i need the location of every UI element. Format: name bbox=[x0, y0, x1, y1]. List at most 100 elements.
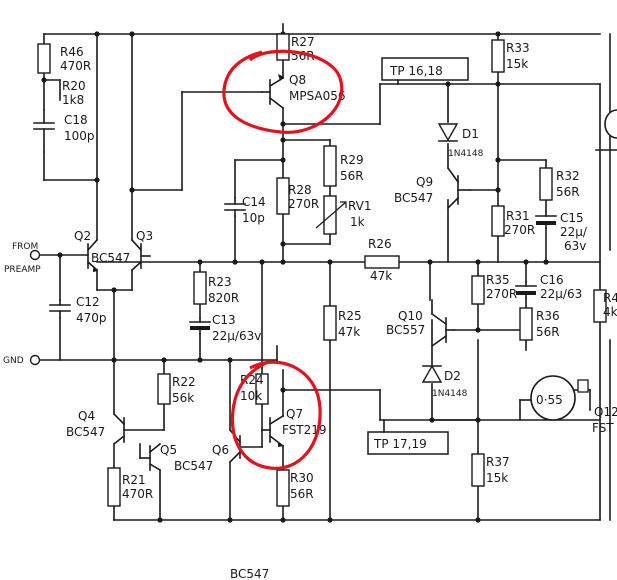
c13-ref: C13 bbox=[212, 313, 236, 327]
c15-ref: C15 bbox=[560, 211, 584, 225]
r26-body bbox=[364, 255, 400, 269]
r36-value: 56R bbox=[536, 325, 560, 339]
d1-symbol bbox=[437, 123, 459, 142]
r33-body bbox=[491, 39, 505, 73]
r26-value: 47k bbox=[370, 269, 392, 283]
r24-body bbox=[255, 373, 269, 405]
preamp-label: PREAMP bbox=[4, 265, 41, 275]
r30-value: 56R bbox=[290, 487, 314, 501]
q9-ref: Q9 bbox=[416, 175, 433, 189]
c15-value: 22µ/ bbox=[560, 225, 588, 239]
transistors bbox=[86, 74, 471, 472]
gnd-label: GND bbox=[3, 356, 24, 366]
red-circle-q8 bbox=[222, 49, 344, 134]
r24-value: 10k bbox=[240, 389, 262, 403]
r20-ref: R20 bbox=[62, 79, 86, 93]
r35-ref: R35 bbox=[486, 273, 510, 287]
d1-ref: D1 bbox=[462, 127, 479, 141]
r31-body bbox=[491, 205, 505, 237]
r4x-body bbox=[593, 289, 607, 323]
annotation-circles bbox=[222, 49, 344, 470]
q5-symbol bbox=[139, 442, 162, 472]
r20-value: 1k8 bbox=[62, 93, 84, 107]
r27-body bbox=[276, 33, 290, 61]
q7-symbol bbox=[261, 414, 285, 448]
r25-value: 47k bbox=[338, 325, 360, 339]
q12-ref: Q12 bbox=[594, 405, 617, 419]
tp-bottom-box bbox=[367, 431, 449, 455]
r30-body bbox=[276, 469, 290, 507]
footer-text: BC547 bbox=[230, 567, 269, 580]
q8-symbol bbox=[261, 74, 285, 110]
c16-ref: C16 bbox=[540, 273, 564, 287]
diodes bbox=[421, 123, 459, 383]
q12-box bbox=[577, 379, 589, 393]
rv1-ref: RV1 bbox=[348, 199, 372, 213]
r22-value: 56k bbox=[172, 391, 194, 405]
resistors bbox=[37, 33, 607, 507]
r46-body bbox=[37, 43, 51, 74]
q9-symbol bbox=[446, 166, 471, 210]
c12-value: 470p bbox=[76, 311, 107, 325]
r23-ref: R23 bbox=[208, 275, 232, 289]
r35-body bbox=[471, 275, 485, 305]
r32-value: 56R bbox=[556, 185, 580, 199]
r4x-value: 4k bbox=[603, 305, 617, 319]
r46-value: 470R bbox=[60, 59, 91, 73]
q10-symbol bbox=[430, 299, 455, 348]
c15-value2: 63v bbox=[564, 239, 586, 253]
c14-ref: C14 bbox=[242, 195, 266, 209]
r23-body bbox=[193, 271, 207, 305]
q7-ref: Q7 bbox=[286, 407, 303, 421]
r28-body bbox=[276, 177, 290, 215]
meter-circle bbox=[530, 375, 576, 421]
q8-type: MPSA056 bbox=[289, 89, 346, 103]
r29-value: 56R bbox=[340, 169, 364, 183]
tp-bottom-label: TP 17,19 bbox=[373, 437, 427, 451]
meter-section bbox=[530, 109, 617, 421]
q12-type: FST bbox=[592, 421, 614, 435]
r26-ref: R26 bbox=[368, 237, 392, 251]
c14-value: 10p bbox=[242, 211, 265, 225]
r35-value: 270R bbox=[486, 287, 517, 301]
right-edge-round bbox=[604, 109, 617, 139]
from-label: FROM bbox=[12, 242, 38, 252]
q10-ref: Q10 bbox=[398, 309, 423, 323]
q2q3-type: BC547 bbox=[91, 251, 130, 265]
tp-top-label: TP 16,18 bbox=[389, 64, 443, 78]
terminals bbox=[29, 249, 41, 366]
c18-value: 100p bbox=[64, 129, 95, 143]
r21-value: 470R bbox=[122, 487, 153, 501]
q10-type: BC557 bbox=[386, 323, 425, 337]
r32-ref: R32 bbox=[556, 169, 580, 183]
r33-value: 15k bbox=[506, 57, 528, 71]
c18-ref: C18 bbox=[64, 113, 88, 127]
capacitors bbox=[33, 109, 557, 335]
r31-value: 270R bbox=[504, 223, 535, 237]
r46-ref: R46 bbox=[60, 45, 84, 59]
d2-value: 1N4148 bbox=[432, 389, 468, 399]
junction-dots bbox=[41, 31, 549, 523]
r23-value: 820R bbox=[208, 291, 239, 305]
r36-ref: R36 bbox=[536, 309, 560, 323]
r25-ref: R25 bbox=[338, 309, 362, 323]
q9-type: BC547 bbox=[394, 191, 433, 205]
q2-ref: Q2 bbox=[74, 229, 91, 243]
r37-body bbox=[471, 453, 485, 487]
d2-symbol bbox=[421, 364, 443, 383]
r31-ref: R31 bbox=[506, 209, 530, 223]
r33-ref: R33 bbox=[506, 41, 530, 55]
r21-ref: R21 bbox=[122, 473, 146, 487]
meter-value: 0·55 bbox=[536, 393, 563, 407]
r29-body bbox=[323, 145, 337, 187]
r32-body bbox=[539, 167, 553, 201]
r36-body bbox=[519, 307, 533, 341]
r28-ref: R28 bbox=[288, 183, 312, 197]
q8-ref: Q8 bbox=[289, 73, 306, 87]
c12-ref: C12 bbox=[76, 295, 100, 309]
r30-ref: R30 bbox=[290, 471, 314, 485]
red-circle-q7 bbox=[230, 360, 322, 470]
tp-top-box bbox=[381, 57, 469, 81]
q2-symbol bbox=[86, 238, 99, 272]
rv1-body bbox=[323, 195, 337, 235]
